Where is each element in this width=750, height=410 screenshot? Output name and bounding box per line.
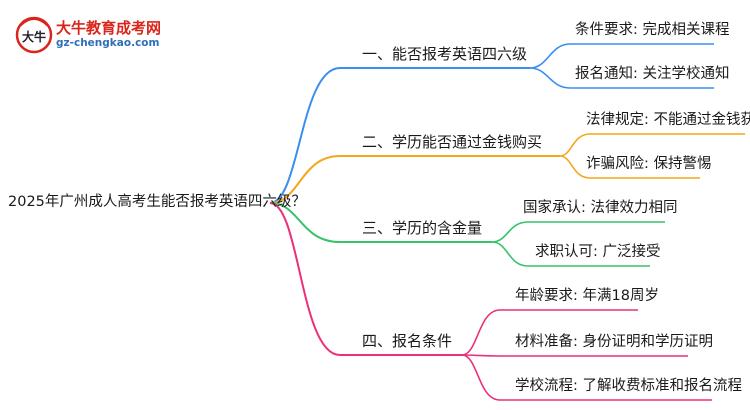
branch-4-leaf-3: 学校流程: 了解收费标准和报名流程 — [515, 378, 742, 394]
branch-3-label: 三、学历的含金量 — [362, 219, 483, 237]
logo-url: gz-chengkao.com — [56, 37, 160, 49]
edge-branch-4-leaf-2 — [461, 354, 688, 357]
branch-4-label: 四、报名条件 — [362, 332, 453, 350]
branch-4-leaf-1: 年龄要求: 年满18周岁 — [515, 288, 659, 304]
root-node: 2025年广州成人高考生能否报考英语四六级？ — [8, 194, 306, 210]
edge-branch-2-leaf-2 — [559, 155, 700, 179]
edge-branch-3-leaf-1 — [491, 221, 665, 243]
edge-branch-3-leaf-2 — [491, 241, 650, 267]
edge-branch-4-leaf-3 — [461, 354, 712, 401]
logo-mark-text: 大牛 — [22, 29, 46, 44]
edge-root-branch-1 — [269, 67, 530, 204]
edge-root-branch-2 — [269, 155, 560, 204]
branch-3-leaf-1: 国家承认: 法律效力相同 — [523, 200, 678, 216]
logo-mark-icon: 大牛 — [15, 16, 53, 54]
edge-branch-4-leaf-1 — [461, 309, 638, 356]
edge-root-branch-3 — [269, 202, 492, 243]
branch-2-label: 二、学历能否通过金钱购买 — [362, 133, 543, 151]
edge-root-branch-4 — [269, 202, 462, 356]
branch-3-leaf-2: 求职认可: 广泛接受 — [535, 244, 661, 260]
edge-branch-1-leaf-2 — [529, 67, 714, 89]
branch-1-leaf-2: 报名通知: 关注学校通知 — [575, 66, 730, 82]
edge-branch-2-leaf-1 — [559, 133, 745, 157]
branch-2-leaf-1: 法律规定: 不能通过金钱获得 — [586, 112, 750, 128]
branch-1-leaf-1: 条件要求: 完成相关课程 — [575, 22, 730, 38]
branch-4-leaf-2: 材料准备: 身份证明和学历证明 — [515, 334, 713, 350]
edge-branch-1-leaf-1 — [529, 43, 714, 69]
branch-2-leaf-2: 诈骗风险: 保持警惕 — [586, 156, 712, 172]
site-logo[interactable]: 大牛 大牛教育成考网 gz-chengkao.com — [14, 14, 204, 54]
logo-title: 大牛教育成考网 — [56, 19, 162, 37]
branch-1-label: 一、能否报考英语四六级 — [362, 45, 528, 63]
